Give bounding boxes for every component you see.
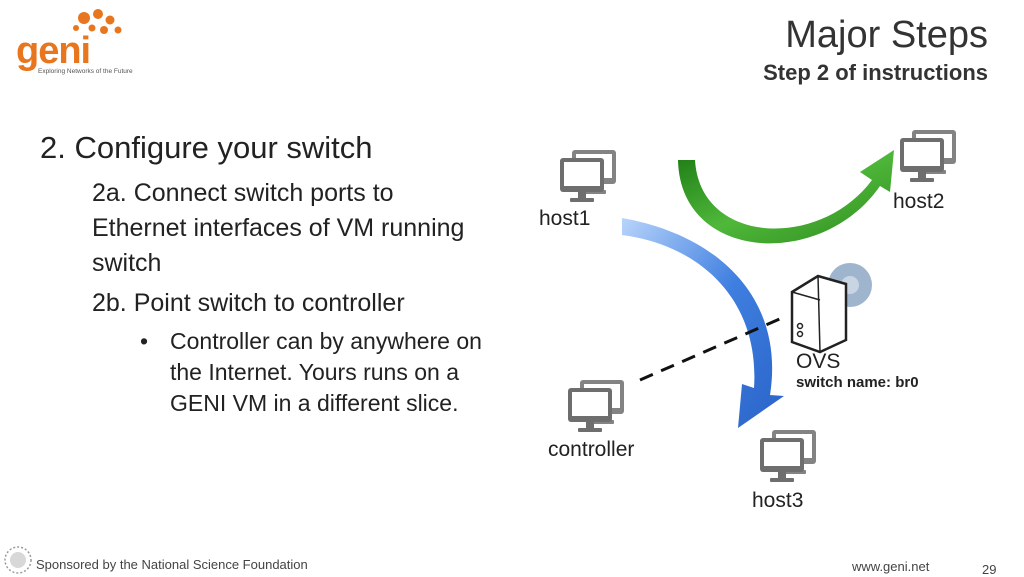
host3-computer-icon bbox=[760, 430, 816, 482]
host2-computer-icon bbox=[900, 130, 956, 182]
logo-wordmark: geni bbox=[16, 30, 91, 72]
step-2b-text: 2b. Point switch to controller bbox=[92, 289, 405, 317]
step-2a-text: 2a. Connect switch ports to Ethernet int… bbox=[92, 179, 465, 277]
logo-tagline: Exploring Networks of the Future bbox=[38, 68, 133, 75]
bullet-marker: • bbox=[140, 328, 149, 354]
geni-logo-icon bbox=[73, 9, 122, 34]
server-icon bbox=[790, 274, 848, 354]
host1-computer-icon bbox=[560, 150, 616, 202]
footer-url: www.geni.net bbox=[852, 559, 930, 574]
ovs-label: OVS bbox=[796, 350, 841, 373]
bullet-text: Controller can by anywhere on the Intern… bbox=[170, 328, 482, 416]
controller-computer-icon bbox=[568, 380, 624, 432]
page-number: 29 bbox=[982, 562, 997, 577]
nsf-logo-icon bbox=[4, 546, 32, 574]
footer-sponsor: Sponsored by the National Science Founda… bbox=[36, 557, 308, 572]
step-heading: 2. Configure your switch bbox=[40, 130, 373, 165]
geni-logo: geni Exploring Networks of the Future bbox=[14, 4, 134, 84]
host2-label: host2 bbox=[893, 190, 945, 213]
host1-label: host1 bbox=[539, 207, 591, 230]
switch-name-label: switch name: br0 bbox=[796, 374, 919, 391]
page-title: Major Steps bbox=[785, 14, 988, 56]
page-subtitle: Step 2 of instructions bbox=[763, 60, 988, 85]
green-arrow bbox=[678, 150, 894, 244]
host3-label: host3 bbox=[752, 489, 804, 512]
controller-link bbox=[639, 316, 783, 382]
blue-arrow bbox=[622, 218, 784, 428]
controller-label: controller bbox=[548, 438, 635, 461]
